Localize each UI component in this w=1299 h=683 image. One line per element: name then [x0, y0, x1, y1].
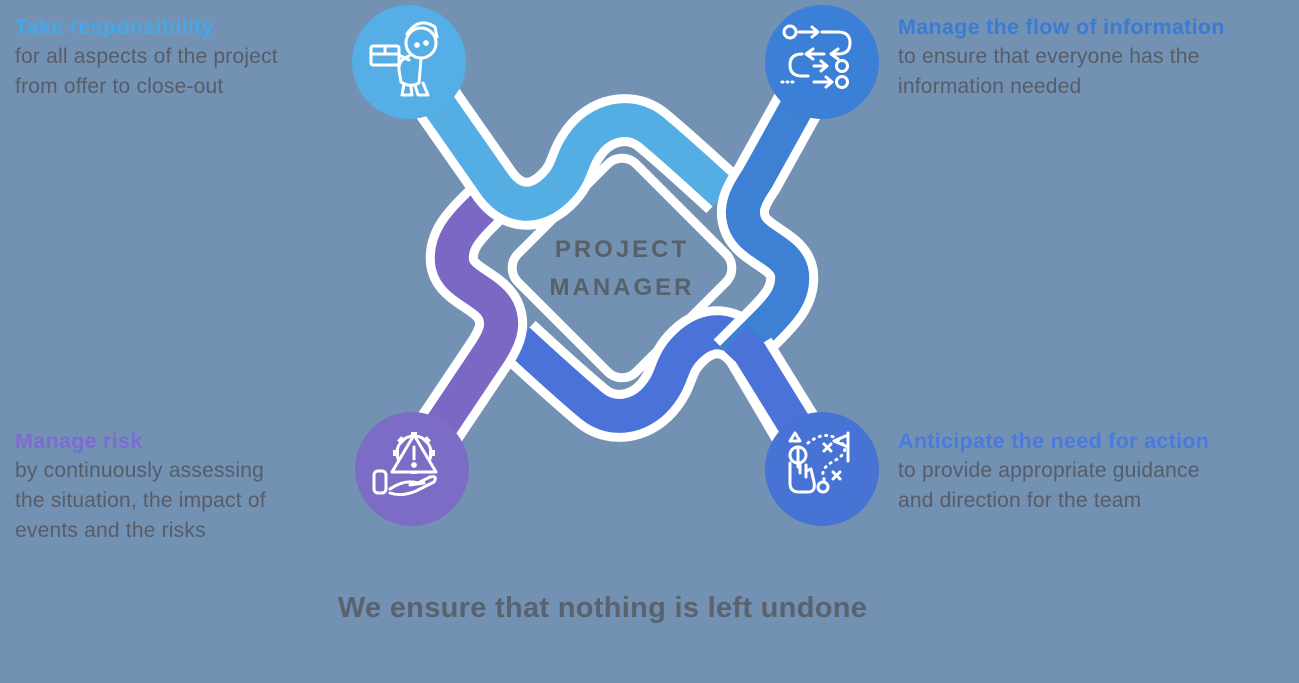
quadrant-heading: Take responsibility	[15, 15, 214, 39]
quadrant-heading: Manage risk	[15, 429, 143, 453]
quadrant-body: for all aspects of the project from offe…	[15, 45, 278, 98]
quadrant-text-manage-risk: Manage risk by continuously assessing th…	[15, 426, 375, 546]
tap-strategy-icon	[788, 431, 850, 494]
quadrant-text-manage-flow-of-information: Manage the flow of information to ensure…	[898, 12, 1288, 102]
quadrant-body: by continuously assessing the situation,…	[15, 459, 266, 542]
center-label-line1: PROJECT	[555, 236, 689, 263]
ribbon-take-responsibility	[387, 47, 742, 230]
quadrant-heading: Anticipate the need for action	[898, 429, 1210, 453]
tagline: We ensure that nothing is left undone	[337, 592, 868, 624]
person-carrying-box-icon	[369, 21, 439, 97]
quadrant-body: to provide appropriate guidance and dire…	[898, 459, 1200, 512]
quadrant-heading: Manage the flow of information	[898, 15, 1225, 39]
quadrant-text-take-responsibility: Take responsibility for all aspects of t…	[15, 12, 375, 102]
circle-anticipate-need-for-action	[765, 412, 879, 526]
ribbon-anticipate-need-for-action	[500, 306, 845, 483]
ribbon-manage-flow-of-information	[713, 49, 845, 377]
hand-gear-warning-icon	[372, 432, 438, 497]
quadrant-body: to ensure that everyone has the informat…	[898, 45, 1200, 98]
center-label-line2: MANAGER	[550, 274, 695, 301]
process-flow-icon	[780, 24, 852, 89]
quadrant-text-anticipate-need-for-action: Anticipate the need for action to provid…	[898, 426, 1288, 516]
